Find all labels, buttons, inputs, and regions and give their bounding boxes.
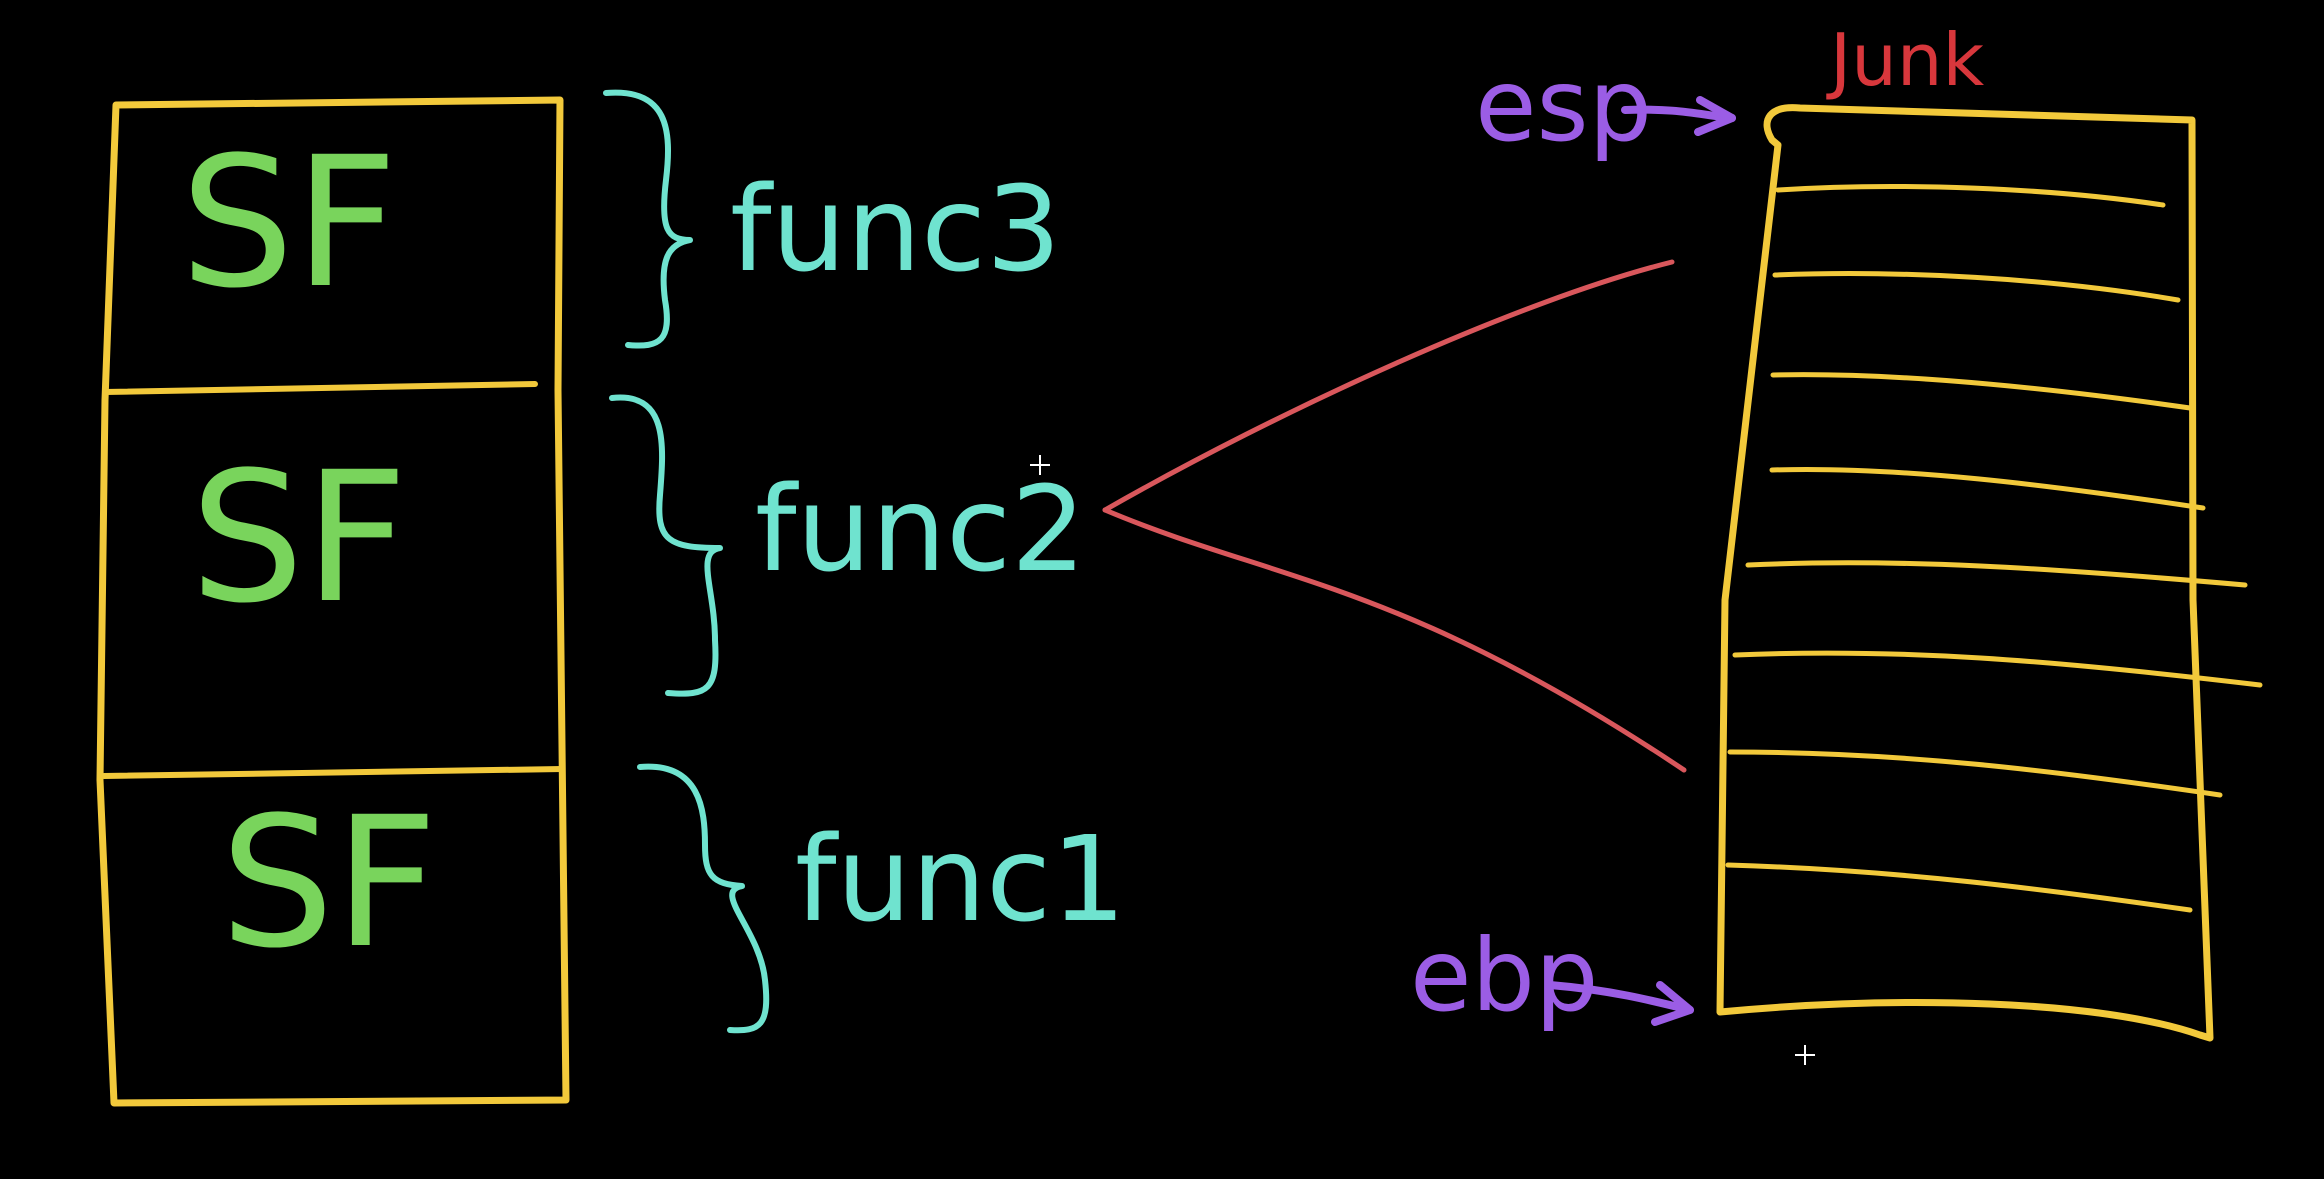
zoom-lines [1102, 259, 1687, 773]
cursor-crosshair-2 [1795, 1045, 1815, 1065]
cursor-crosshair-1 [1030, 455, 1050, 475]
zoom-line-upper [1102, 259, 1675, 513]
function-label-func2: func2 [755, 460, 1086, 598]
junk-label: Junk [1826, 18, 1985, 102]
brace-func2 [609, 394, 723, 697]
call-stack-outline [96, 96, 570, 1107]
frame-detail [1716, 104, 2263, 1042]
zoom-line-lower [1102, 507, 1687, 773]
brace-func3 [603, 89, 693, 349]
esp-label: esp [1475, 47, 1652, 164]
call-stack [96, 96, 570, 1107]
function-label-func3: func3 [730, 160, 1061, 298]
stack-divider-1 [102, 381, 538, 395]
stack-frame-label-1: SF [180, 119, 398, 328]
esp-arrow [1621, 96, 1736, 136]
frame-detail-rows [1725, 183, 2263, 913]
frame-detail-outline [1716, 104, 2214, 1042]
stack-frame-label-3: SF [220, 779, 438, 988]
brace-func1 [637, 763, 770, 1034]
stack-frame-label-2: SF [190, 434, 408, 643]
ebp-arrow [1546, 981, 1694, 1026]
function-label-func1: func1 [795, 810, 1126, 948]
ebp-label: ebp [1410, 917, 1598, 1034]
stack-divider-2 [101, 766, 565, 779]
